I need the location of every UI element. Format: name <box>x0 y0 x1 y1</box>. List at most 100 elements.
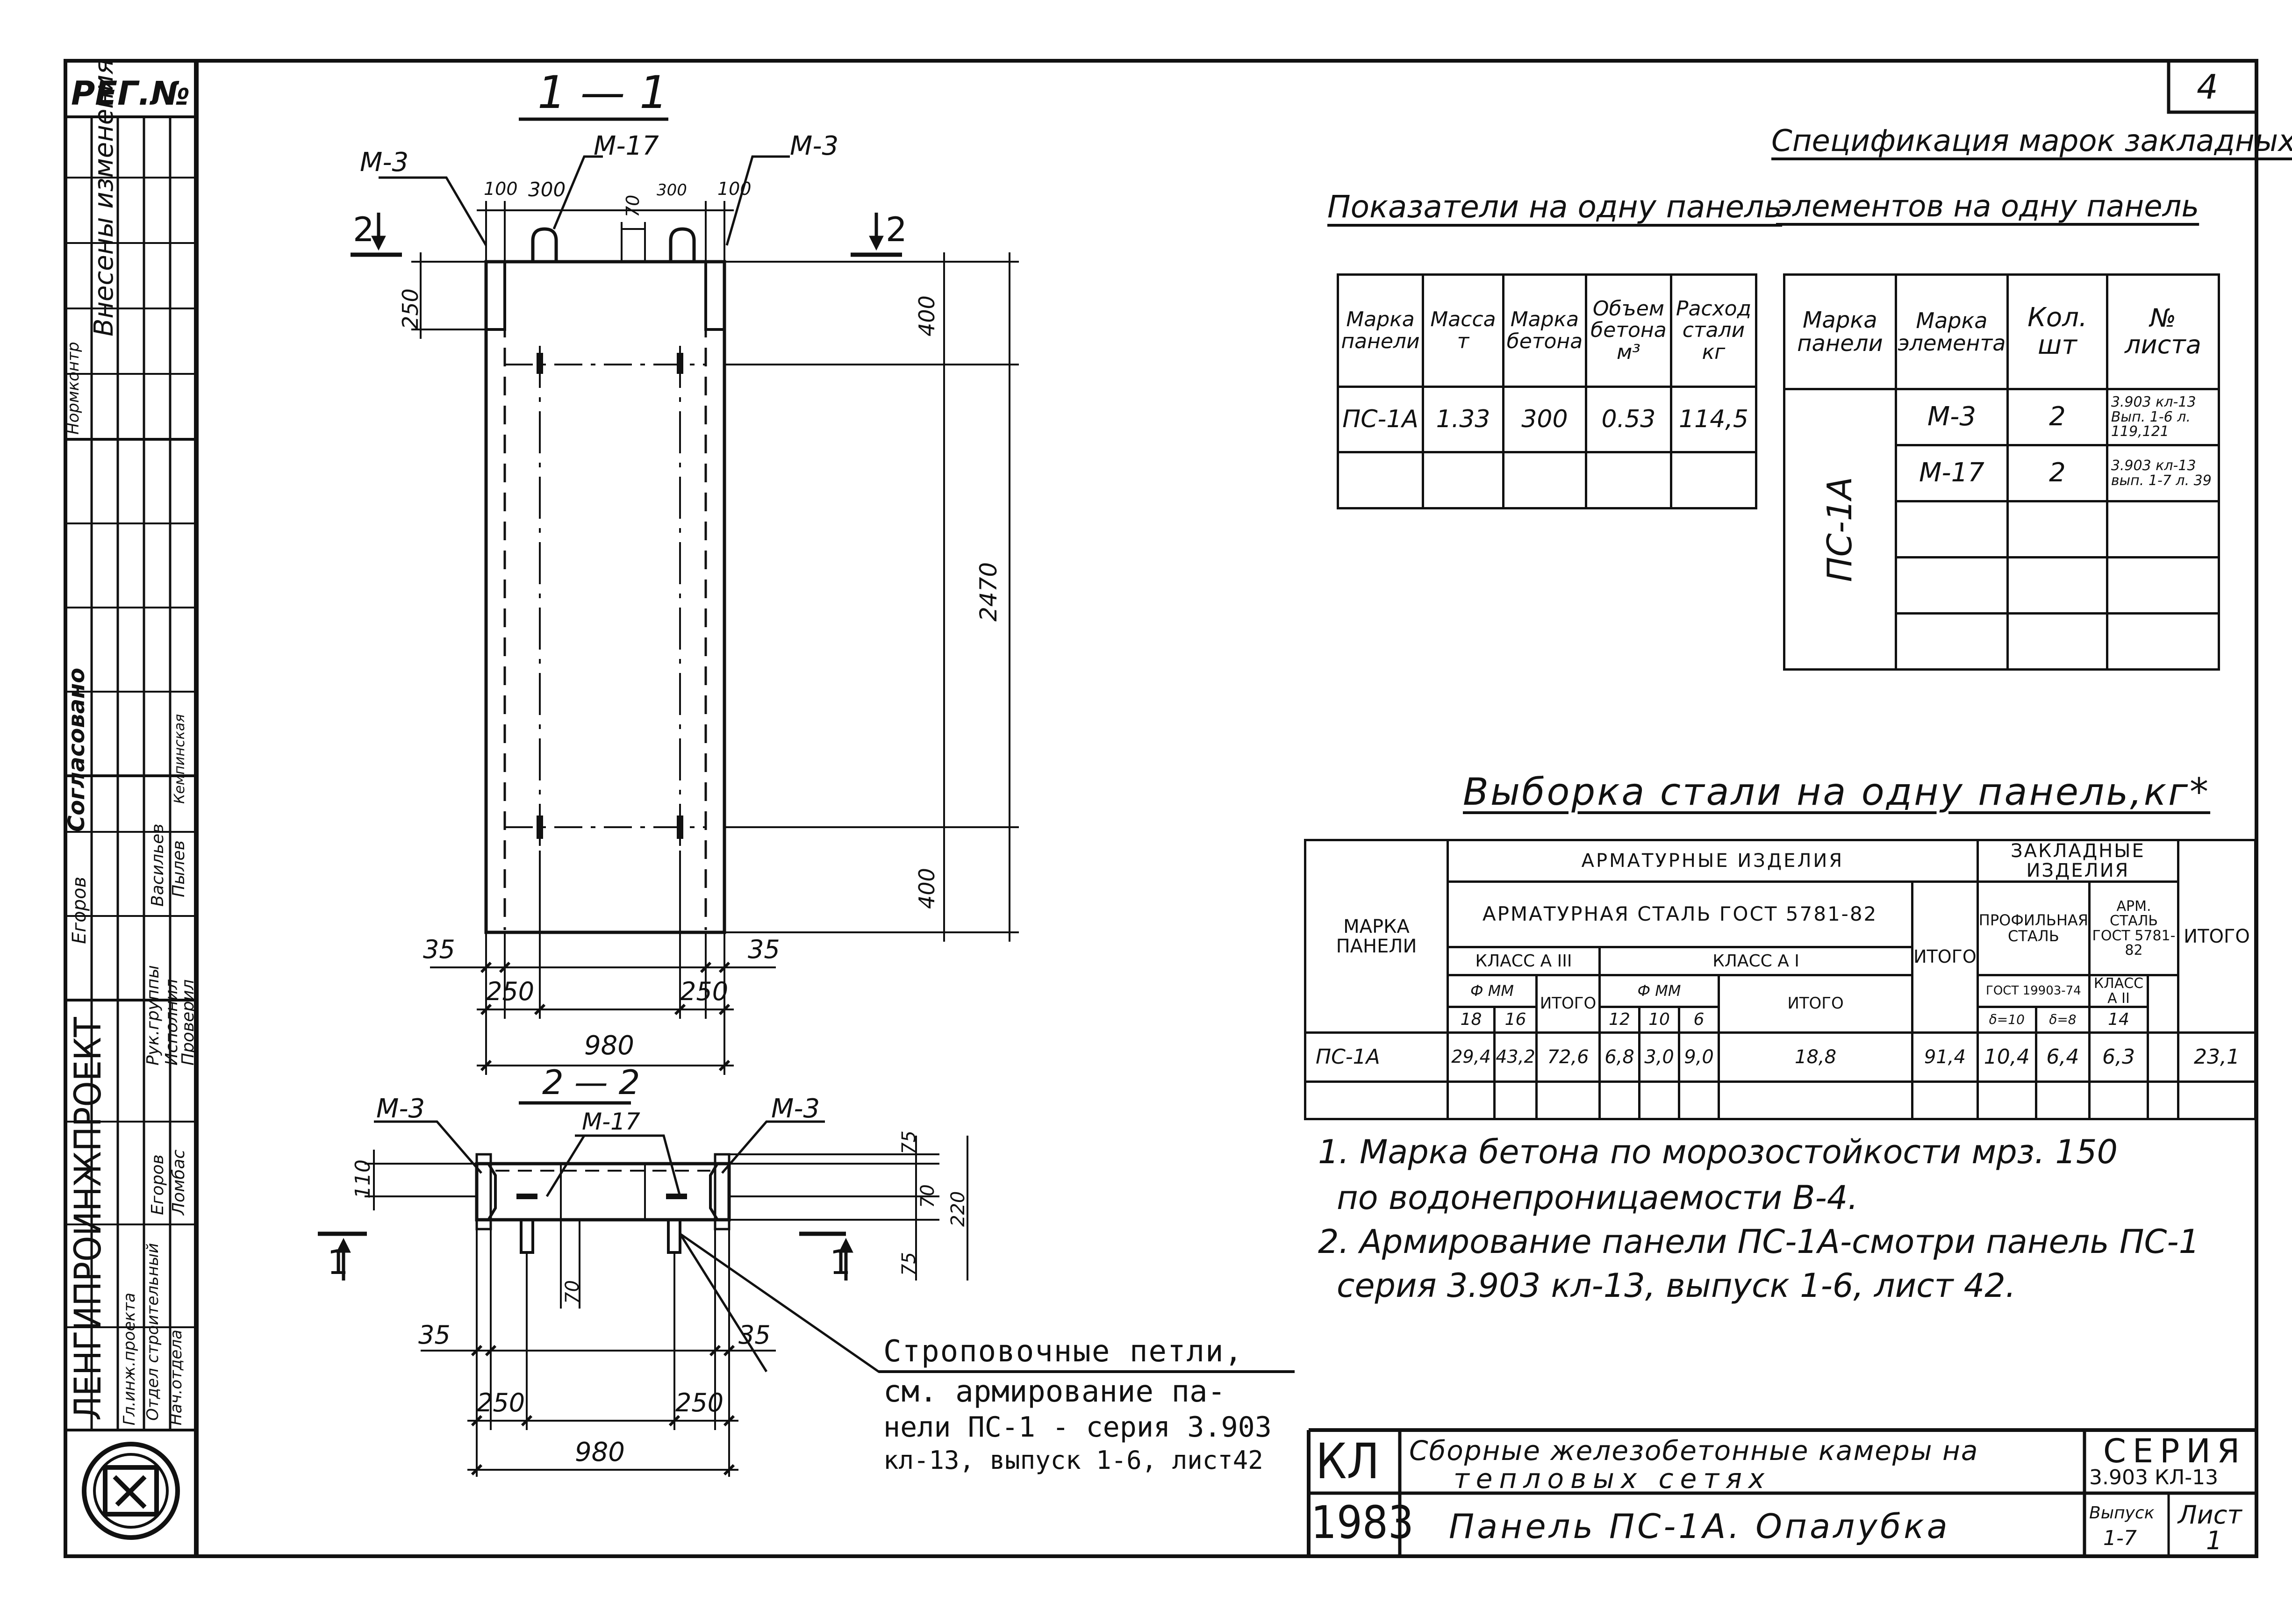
steel-dia: 6 <box>1678 1006 1720 1034</box>
label-2-m17: М-17 <box>582 1108 640 1135</box>
dim-220: 220 <box>947 1191 969 1227</box>
dept-row-chief-engineer: Гл.инж.проекта <box>120 1293 139 1425</box>
sheet-value: 1 <box>2206 1526 2222 1555</box>
lifting-note-line: кл-13, выпуск 1-6, лист42 <box>883 1445 1263 1475</box>
reg-number-label: РЕГ.№ <box>71 74 190 113</box>
lifting-note-line: Строповочные петли, <box>883 1334 1244 1369</box>
series-value: 3.903 КЛ-13 <box>2089 1466 2219 1489</box>
steel-dia: 16 <box>1493 1006 1538 1034</box>
section-2-2-title: 2 — 2 <box>542 1063 640 1102</box>
ind-header: Марка панели <box>1336 273 1425 388</box>
section-1-1-title: 1 — 1 <box>537 66 668 119</box>
ind-cell: 0.53 <box>1584 386 1672 453</box>
title-code: КЛ <box>1316 1433 1380 1490</box>
title-line-1: Сборные железобетонные камеры на <box>1409 1435 1979 1467</box>
sheet-label: Лист <box>2178 1500 2242 1530</box>
steel-cell: 6,8 <box>1598 1031 1640 1083</box>
name-pylev: Пылев <box>169 840 188 897</box>
ind-header: Масса т <box>1422 273 1504 388</box>
steel-header-gost: ГОСТ 19903-74 <box>1976 974 2091 1008</box>
series-label: СЕРИЯ <box>2103 1432 2247 1470</box>
steel-cell: 43,2 <box>1493 1031 1538 1083</box>
lifting-note-line: см. армирование па- <box>883 1374 1226 1409</box>
indicators-title: Показатели на одну панель <box>1327 189 1783 225</box>
dim-400-top: 400 <box>914 295 939 336</box>
steel-header-embed: ЗАКЛАДНЫЕ ИЗДЕЛИЯ <box>1976 839 2180 883</box>
steel-dia: 14 <box>2088 1006 2149 1034</box>
steel-table: МАРКА ПАНЕЛИ АРМАТУРНЫЕ ИЗДЕЛИЯ ЗАКЛАДНЫ… <box>1304 839 2256 1120</box>
steel-header-class-a2: КЛАСС А II <box>2088 974 2149 1008</box>
spec-title-1: Спецификация марок закладных <box>1771 124 2292 158</box>
steel-dia: 10 <box>1638 1006 1680 1034</box>
spec-sheet-ref: 3.903 кл-13 Вып. 1-6 л. 119,121 <box>2106 388 2220 446</box>
dim-300-left: 300 <box>528 178 566 201</box>
steel-header-arm: АРМАТУРНЫЕ ИЗДЕЛИЯ <box>1447 839 1979 883</box>
label-m3-left: М-3 <box>360 147 409 178</box>
steel-cell: 6,3 <box>2088 1031 2149 1083</box>
spec-header: Кол. шт <box>2006 273 2108 390</box>
title-line-2: тепловых сетях <box>1454 1463 1771 1495</box>
role-group-head: Рук.группы <box>143 965 163 1066</box>
steel-header-profile: ПРОФИЛЬНАЯ СТАЛЬ <box>1976 880 2091 976</box>
ind-header: Марка бетона <box>1502 273 1587 388</box>
dim-2-980: 980 <box>575 1437 625 1467</box>
dept-row-construction: Отдел строительный <box>143 1243 162 1421</box>
steel-cell: 6,4 <box>2034 1031 2091 1083</box>
spec-qty: 2 <box>2006 388 2108 446</box>
title-year: 1983 <box>1311 1496 1414 1549</box>
spec-element: М-17 <box>1894 444 2009 502</box>
dim-110: 110 <box>351 1159 375 1199</box>
lifting-note-line: нели ПС-1 - серия 3.903 <box>883 1411 1272 1444</box>
ind-header: Объем бетона м³ <box>1584 273 1672 388</box>
indicators-table: Марка панели Масса т Марка бетона Объем … <box>1336 273 1758 509</box>
steel-header-phi: Ф ММ <box>1598 974 1720 1008</box>
norm-control-label: Нормконтр <box>64 342 83 435</box>
steel-cell: 29,4 <box>1447 1031 1496 1083</box>
dim-70-side: 70 <box>917 1184 938 1208</box>
ind-cell: ПС-1А <box>1336 386 1425 453</box>
changes-title: Внесены изменения <box>89 59 119 336</box>
steel-dia: δ=8 <box>2034 1006 2091 1034</box>
dim-2-250-right: 250 <box>675 1388 724 1417</box>
note-line: по водонепроницаемости В-4. <box>1337 1179 1858 1217</box>
cut-label-2-right: 2 <box>886 210 907 249</box>
dim-2-35-right: 35 <box>738 1320 771 1350</box>
ind-cell: 300 <box>1502 386 1587 453</box>
dim-100-right: 100 <box>717 179 752 199</box>
dim-70-bottom: 70 <box>562 1280 583 1304</box>
organization-name: ЛЕНГИПРОИНЖПРОЕКТ <box>67 1017 109 1421</box>
dim-2-35-left: 35 <box>418 1320 451 1350</box>
dim-75-bottom: 75 <box>898 1252 920 1276</box>
ind-header: Расход стали кг <box>1669 273 1758 388</box>
steel-title: Выборка стали на одну панель,кг* <box>1463 770 2211 814</box>
label-2-m3-left: М-3 <box>376 1094 425 1124</box>
dim-250-left: 250 <box>398 288 423 329</box>
sheet-number: 4 <box>2197 67 2218 107</box>
dim-980: 980 <box>584 1030 634 1061</box>
dim-300-right: 300 <box>657 181 687 200</box>
name-kempinskaya: Кемпинская <box>172 714 188 804</box>
label-m3-right: М-3 <box>790 131 839 161</box>
steel-cell <box>2147 1031 2179 1083</box>
sheet-name: Панель ПС-1А. Опалубка <box>1449 1507 1950 1546</box>
issue-value: 1-7 <box>2103 1526 2137 1550</box>
approved-label: Согласовано <box>64 667 90 832</box>
steel-header-class-a3: КЛАСС А III <box>1447 946 1601 976</box>
dim-250-bottom-left: 250 <box>486 977 535 1006</box>
dept-name-egorov: Егоров <box>148 1154 167 1215</box>
steel-header-total-arm: ИТОГО <box>1911 880 1979 1034</box>
approver-name: Егоров <box>69 876 90 944</box>
steel-cell: 9,0 <box>1678 1031 1720 1083</box>
steel-header-phi: Ф ММ <box>1447 974 1538 1008</box>
dim-70-top: 70 <box>623 194 643 217</box>
label-m17: М-17 <box>594 131 659 161</box>
spec-table: Марка панели Марка элемента Кол. шт № ли… <box>1783 273 2220 671</box>
lifting-loops-note: Строповочные петли, см. армирование па- … <box>883 1337 1304 1473</box>
spec-title-2: элементов на одну панель <box>1776 189 2199 224</box>
steel-cell: 10,4 <box>1976 1031 2037 1083</box>
spec-qty: 2 <box>2006 444 2108 502</box>
note-line: 1. Марка бетона по морозостойкости мрз. … <box>1318 1133 2118 1171</box>
spec-header: Марка элемента <box>1894 273 2009 390</box>
ind-cell: 1.33 <box>1422 386 1504 453</box>
